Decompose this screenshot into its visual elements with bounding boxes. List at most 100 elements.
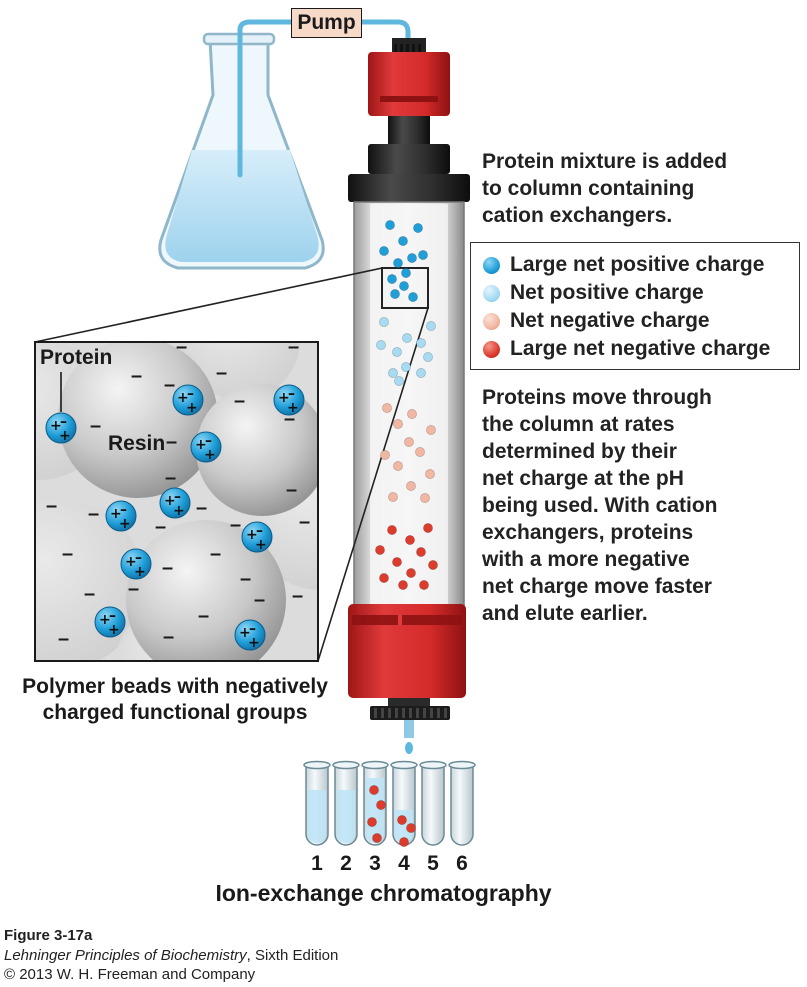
column-proteins: [375, 220, 438, 590]
resin-inset: ––––––––––––––––––––––––––––– +–++–++–++…: [34, 336, 319, 662]
legend-item-positive: Net positive charge: [483, 279, 704, 307]
svg-text:–: –: [135, 550, 142, 566]
protein-dot: [416, 547, 426, 557]
negative-charge: –: [163, 626, 174, 648]
protein-dot: [419, 580, 429, 590]
protein-dot: [420, 493, 430, 503]
protein-dot: [394, 376, 404, 386]
test-tube-2: [332, 760, 360, 846]
description-line: cation exchangers.: [482, 204, 673, 227]
negative-charge: –: [286, 479, 297, 501]
protein-dot: [425, 469, 435, 479]
protein-dot: [407, 253, 417, 263]
protein-dot: [416, 338, 426, 348]
step-description-top: Protein mixture is added to column conta…: [482, 148, 727, 229]
description-line: and elute earlier.: [482, 602, 648, 625]
protein-dot: [405, 535, 415, 545]
negative-charge: –: [216, 362, 227, 384]
positive-dot-icon: [483, 284, 500, 302]
tube-label-6: 6: [456, 852, 468, 875]
protein-dot: [388, 368, 398, 378]
negative-charge: –: [58, 628, 69, 650]
large-negative-dot-icon: [483, 340, 500, 358]
drip: [405, 742, 413, 754]
protein-dot: [404, 437, 414, 447]
protein-dot: [423, 352, 433, 362]
protein-dot: [398, 236, 408, 246]
description-line: net charge move faster: [482, 575, 712, 598]
svg-text:+: +: [195, 437, 207, 453]
negative-charge: –: [254, 589, 265, 611]
flask-liquid: [165, 150, 319, 262]
legend: Large net positive charge Net positive c…: [470, 242, 800, 370]
negative-charge: –: [292, 585, 303, 607]
protein-dot: [428, 560, 438, 570]
protein-ion: +–+: [45, 412, 77, 444]
test-tube-4: [390, 760, 418, 847]
protein-ion: +–+: [234, 619, 266, 651]
legend-item-negative: Net negative charge: [483, 307, 710, 335]
figure-copyright: © 2013 W. H. Freeman and Company: [4, 966, 256, 983]
svg-text:+: +: [59, 428, 71, 444]
eluted-protein-dot: [369, 785, 379, 795]
test-tubes: [303, 760, 476, 847]
protein-dot: [393, 419, 403, 429]
negative-charge: –: [131, 365, 142, 387]
svg-text:–: –: [120, 502, 127, 518]
protein-dot: [375, 545, 385, 555]
resin-bead: [58, 342, 218, 498]
svg-text:+: +: [248, 635, 260, 651]
protein-dot: [408, 292, 418, 302]
svg-text:+: +: [177, 390, 189, 406]
protein-dot: [387, 274, 397, 284]
pump-label-box: Pump: [291, 8, 362, 38]
protein-dot: [382, 403, 392, 413]
tube-label-5: 5: [427, 852, 439, 875]
protein-dot: [379, 246, 389, 256]
protein-label: Protein: [40, 346, 113, 369]
negative-charge: –: [90, 415, 101, 437]
protein-dot: [393, 258, 403, 268]
protein-ion: +–+: [172, 384, 204, 416]
protein-dot: [392, 557, 402, 567]
tube-label-3: 3: [369, 852, 381, 875]
protein-ion: +–+: [241, 521, 273, 553]
eluted-protein-dot: [367, 817, 377, 827]
test-tube-3: [361, 760, 389, 846]
protein-dot: [402, 333, 412, 343]
svg-text:+: +: [287, 400, 299, 416]
inset-caption: Polymer beads with negatively charged fu…: [0, 674, 350, 726]
test-tube-6: [448, 760, 476, 846]
top-collar: [348, 174, 470, 202]
protein-dot: [426, 321, 436, 331]
figure-title: Ion-exchange chromatography: [215, 880, 552, 906]
protein-dot: [401, 362, 411, 372]
test-tube-5: [419, 760, 447, 846]
protein-dot: [393, 461, 403, 471]
test-tube-1: [303, 760, 331, 846]
figure-source: Lehninger Principles of Biochemistry, Si…: [4, 947, 338, 964]
eluted-protein-dot: [397, 815, 407, 825]
negative-charge: –: [62, 543, 73, 565]
zoom-region: [381, 267, 429, 309]
protein-dot: [388, 492, 398, 502]
protein-ion: +–+: [159, 487, 191, 519]
protein-dot: [418, 250, 428, 260]
negative-charge: –: [128, 578, 139, 600]
protein-ion: +–+: [94, 606, 126, 638]
legend-label: Large net negative charge: [510, 337, 771, 360]
svg-text:–: –: [205, 433, 212, 449]
source-title: Lehninger Principles of Biochemistry: [4, 947, 247, 964]
step-description-middle: Proteins move through the column at rate…: [482, 384, 717, 627]
protein-dot: [401, 268, 411, 278]
protein-dot: [406, 568, 416, 578]
figure-number: Figure 3-17a: [4, 927, 93, 944]
protein-dot: [392, 347, 402, 357]
protein-dot: [407, 409, 417, 419]
legend-item-large-positive: Large net positive charge: [483, 251, 764, 279]
protein-dot: [380, 450, 390, 460]
protein-dot: [406, 481, 416, 491]
svg-text:+: +: [125, 554, 137, 570]
protein-ion: +–+: [190, 431, 222, 463]
